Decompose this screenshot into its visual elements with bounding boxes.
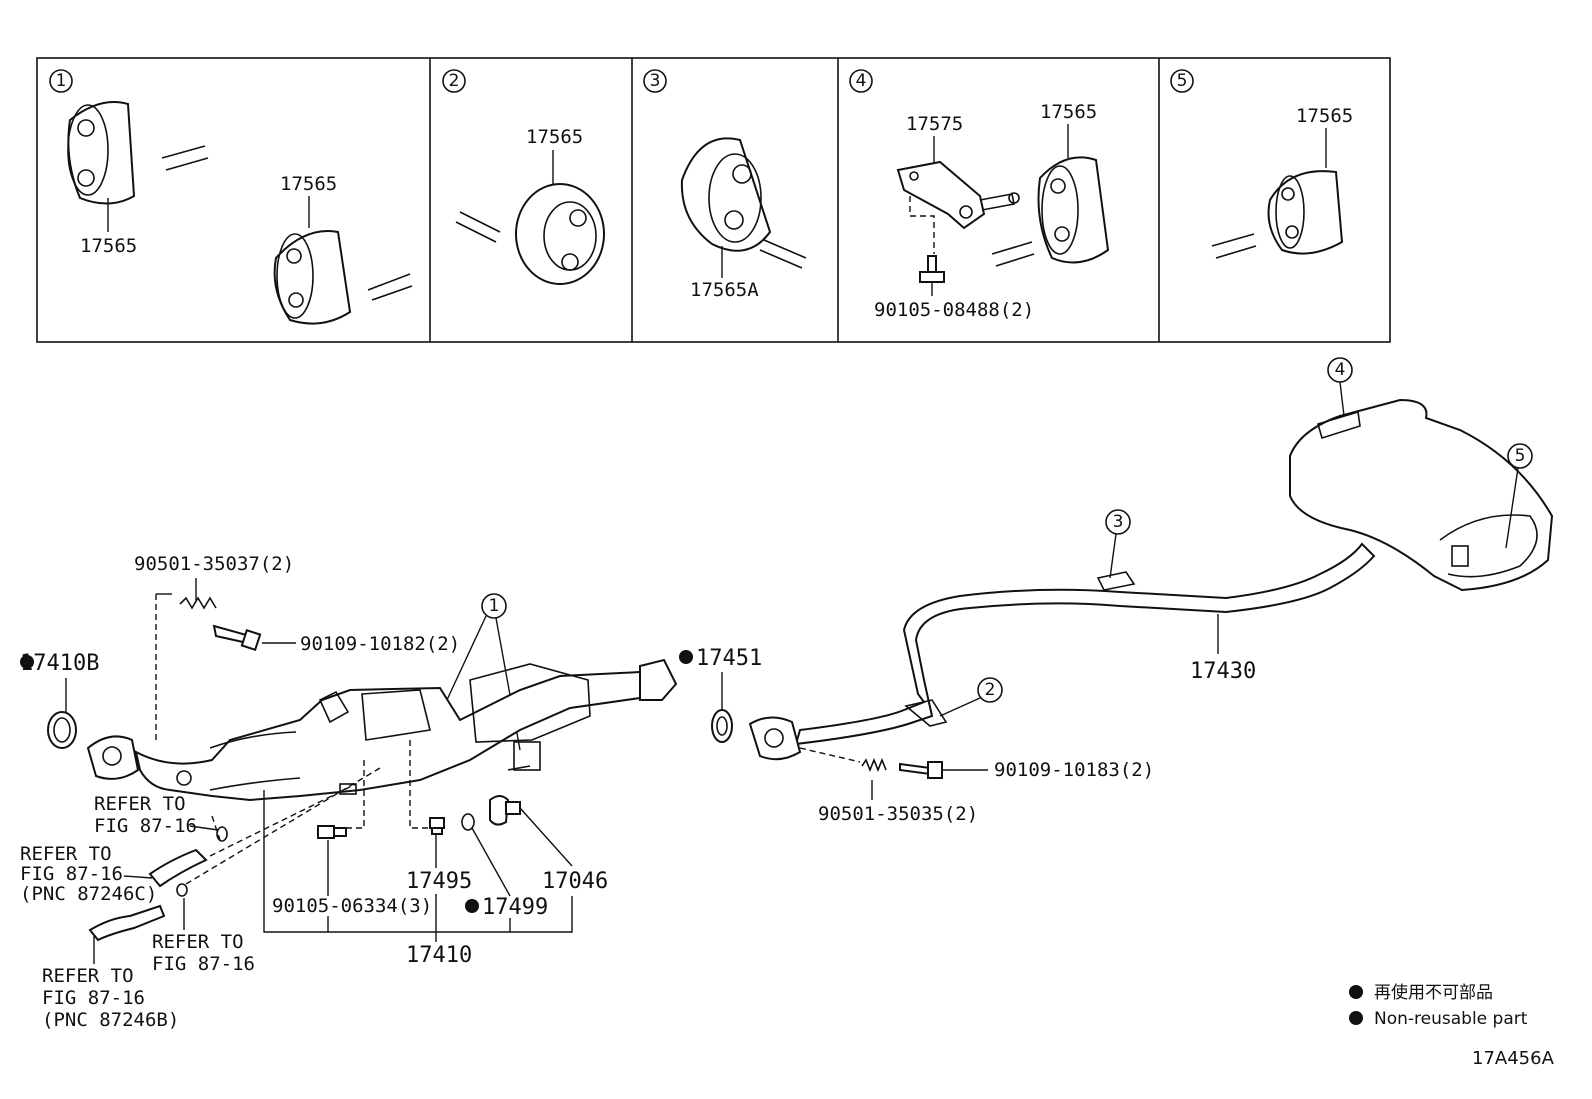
detail-box-3-number: 3: [650, 71, 661, 91]
label-90501-35037: 90501-35037(2): [134, 553, 294, 575]
label-17499: 17499: [482, 895, 548, 920]
rubber-hanger-icon: [1267, 170, 1344, 255]
callout-4-number: 4: [1335, 360, 1346, 380]
non-reusable-dot-icon: [1349, 985, 1363, 999]
plug-17495-icon: [429, 817, 445, 835]
hanger-bracket-icon: [896, 160, 1020, 230]
label-90109-10183: 90109-10183(2): [994, 759, 1154, 781]
detail-panel-frame: [36, 57, 1391, 343]
hose-clamp-icon: [176, 883, 188, 897]
detail-box-5: 5 17565: [1170, 69, 1353, 259]
rubber-hanger-icon: [67, 101, 136, 205]
hose-clamp-icon: [216, 826, 228, 842]
label-17451: 17451: [696, 646, 762, 671]
detail-box-1-number: 1: [56, 71, 67, 91]
flange-icon: [86, 735, 140, 780]
label-17565A: 17565A: [690, 279, 759, 301]
refer-note-d-line1: REFER TO: [42, 965, 134, 987]
spring-icon: [179, 596, 217, 610]
detail-box-2-number: 2: [449, 71, 460, 91]
detail-box-3: 3 17565A: [643, 69, 807, 301]
hanger-pin-icon: [759, 239, 807, 269]
rubber-hanger-icon: [680, 137, 772, 252]
callout-5-number: 5: [1515, 446, 1526, 466]
rubber-hanger-icon: [1037, 156, 1110, 264]
tail-pipe-assembly: [748, 398, 1554, 761]
hanger-pin-icon: [455, 211, 501, 243]
refer-note-c-line2: FIG 87-16: [152, 953, 255, 975]
gasket-17410B-icon: [47, 711, 77, 749]
callout-1: [481, 593, 507, 619]
label-17565-d: 17565: [1040, 101, 1097, 123]
detail-box-4-number: 4: [856, 71, 867, 91]
label-90105-08488: 90105-08488(2): [874, 299, 1034, 321]
callout-3: [1105, 509, 1131, 535]
legend-text-en: Non-reusable part: [1374, 1009, 1528, 1029]
hose-icon: [148, 848, 208, 888]
refer-note-b-line1: REFER TO: [20, 843, 112, 865]
refer-note-b-line3: (PNC 87246C): [20, 883, 157, 905]
hose-icon: [88, 904, 166, 942]
detail-box-1: 1 17565 17565: [49, 69, 413, 325]
legend: 再使用不可部品 Non-reusable part: [1349, 982, 1528, 1029]
label-90105-06334: 90105-06334(3): [272, 895, 432, 917]
non-reusable-dot-icon: [20, 655, 34, 669]
refer-note-b-line2: FIG 87-16: [20, 863, 123, 885]
hanger-pin-icon: [161, 145, 209, 171]
refer-note-c-line1: REFER TO: [152, 931, 244, 953]
refer-note-a-line1: REFER TO: [94, 793, 186, 815]
label-17410: 17410: [406, 943, 472, 968]
label-90109-10182: 90109-10182(2): [300, 633, 460, 655]
detail-panel: [36, 57, 1391, 343]
detail-box-5-number: 5: [1177, 71, 1188, 91]
tail-pipe-icon: [794, 542, 1376, 746]
hanger-pin-icon: [991, 241, 1035, 267]
spring-icon: [861, 757, 887, 773]
bolt-icon: [317, 825, 347, 839]
refer-note-a-line2: FIG 87-16: [94, 815, 197, 837]
hanger-pin-icon: [1096, 571, 1136, 591]
label-17495: 17495: [406, 869, 472, 894]
main-callouts: 4 5 3 2 1: [445, 357, 1533, 751]
gasket-17451-icon: [711, 709, 733, 743]
refer-note-d-line2: FIG 87-16: [42, 987, 145, 1009]
label-17565-a: 17565: [80, 235, 137, 257]
callout-5: [1507, 443, 1533, 469]
label-17565-c: 17565: [526, 126, 583, 148]
hanger-pin-icon: [367, 273, 413, 301]
diagram-code: 17A456A: [1472, 1048, 1555, 1069]
flange-icon: [748, 716, 802, 761]
label-17046: 17046: [542, 869, 608, 894]
bolt-icon: [919, 255, 945, 283]
label-17575: 17575: [906, 113, 963, 135]
flange-icon: [639, 658, 678, 701]
label-90501-35035: 90501-35035(2): [818, 803, 978, 825]
bolt-icon: [212, 624, 262, 652]
bolt-icon: [899, 761, 943, 779]
callout-circle-1: [49, 69, 73, 93]
detail-box-2: 2 17565: [442, 69, 605, 285]
label-17565-b: 17565: [280, 173, 337, 195]
legend-text-jp: 再使用不可部品: [1374, 982, 1493, 1003]
hanger-pin-icon: [1211, 233, 1257, 259]
non-reusable-dot-icon: [465, 899, 479, 913]
callout-2-number: 2: [985, 680, 996, 700]
tail-outlet-icon: [1451, 545, 1469, 567]
sensor-17046-icon: [489, 795, 521, 826]
muffler-icon: [1289, 398, 1554, 592]
non-reusable-dot-icon: [679, 650, 693, 664]
o-ring-icon: [461, 813, 475, 831]
refer-note-d-line3: (PNC 87246B): [42, 1009, 179, 1031]
callout-3-number: 3: [1113, 512, 1124, 532]
detail-box-4: 4 17575 90105-08488(2) 17565: [849, 69, 1110, 321]
rubber-hanger-icon: [273, 230, 352, 325]
label-17430: 17430: [1190, 659, 1256, 684]
front-pipe-assembly: [86, 658, 678, 802]
label-17565-e: 17565: [1296, 105, 1353, 127]
callout-1-number: 1: [489, 596, 500, 616]
rubber-hanger-icon: [515, 183, 605, 285]
callout-2: [977, 677, 1003, 703]
non-reusable-dot-icon: [1349, 1011, 1363, 1025]
